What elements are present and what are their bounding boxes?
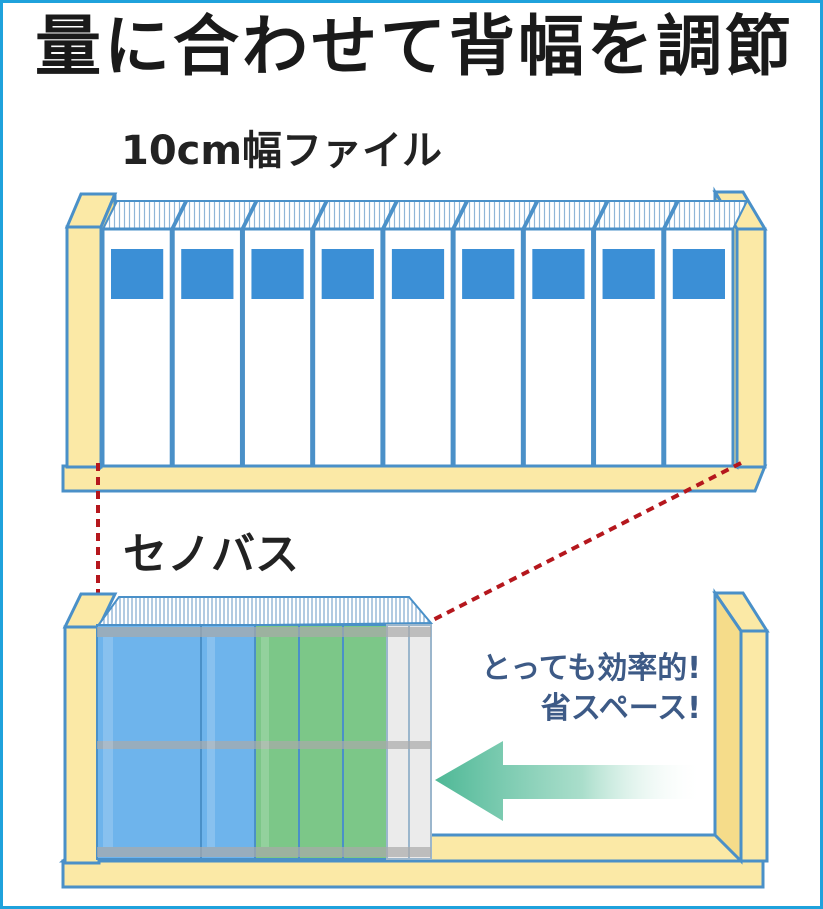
file-spine-label	[321, 249, 374, 299]
file-binder	[171, 200, 258, 468]
bottom-shelf-label: セノバス	[123, 529, 299, 580]
file-binder	[101, 200, 187, 468]
file-binder	[452, 200, 538, 468]
top-file-shelf	[61, 186, 768, 493]
slogan-line-2: 省スペース!	[540, 691, 701, 726]
slogan: とっても効率的! 省スペース!	[433, 649, 701, 729]
file-binder	[592, 200, 679, 468]
guide-line-right	[430, 461, 742, 623]
binder-stack	[96, 624, 432, 860]
file-binder	[663, 200, 749, 468]
file-spine-label	[111, 249, 164, 299]
bottom-shelf-base	[61, 859, 765, 889]
file-spine-label	[462, 249, 515, 299]
left-arrow-icon	[435, 741, 703, 821]
shelf-diagram	[58, 186, 770, 889]
file-spine-label	[251, 249, 304, 299]
file-binder	[312, 200, 398, 468]
bottom-right-bookend	[712, 588, 770, 865]
binder-tops	[95, 596, 434, 629]
file-binder	[241, 200, 328, 468]
file-spine-label	[391, 249, 445, 299]
file-spine-label	[672, 249, 725, 299]
top-file-row	[101, 200, 749, 468]
bottom-senobus-shelf	[58, 588, 770, 889]
file-binder	[382, 200, 468, 468]
file-binder	[522, 200, 609, 468]
top-shelf-label: 10cm幅ファイル	[121, 128, 443, 174]
file-spine-label	[602, 249, 655, 299]
top-shelf-base	[61, 464, 768, 493]
slogan-line-1: とっても効率的!	[481, 651, 701, 686]
page-title: 量に合わせて背幅を調節	[35, 8, 794, 85]
file-spine-label	[532, 249, 585, 299]
file-spine-label	[181, 249, 234, 299]
